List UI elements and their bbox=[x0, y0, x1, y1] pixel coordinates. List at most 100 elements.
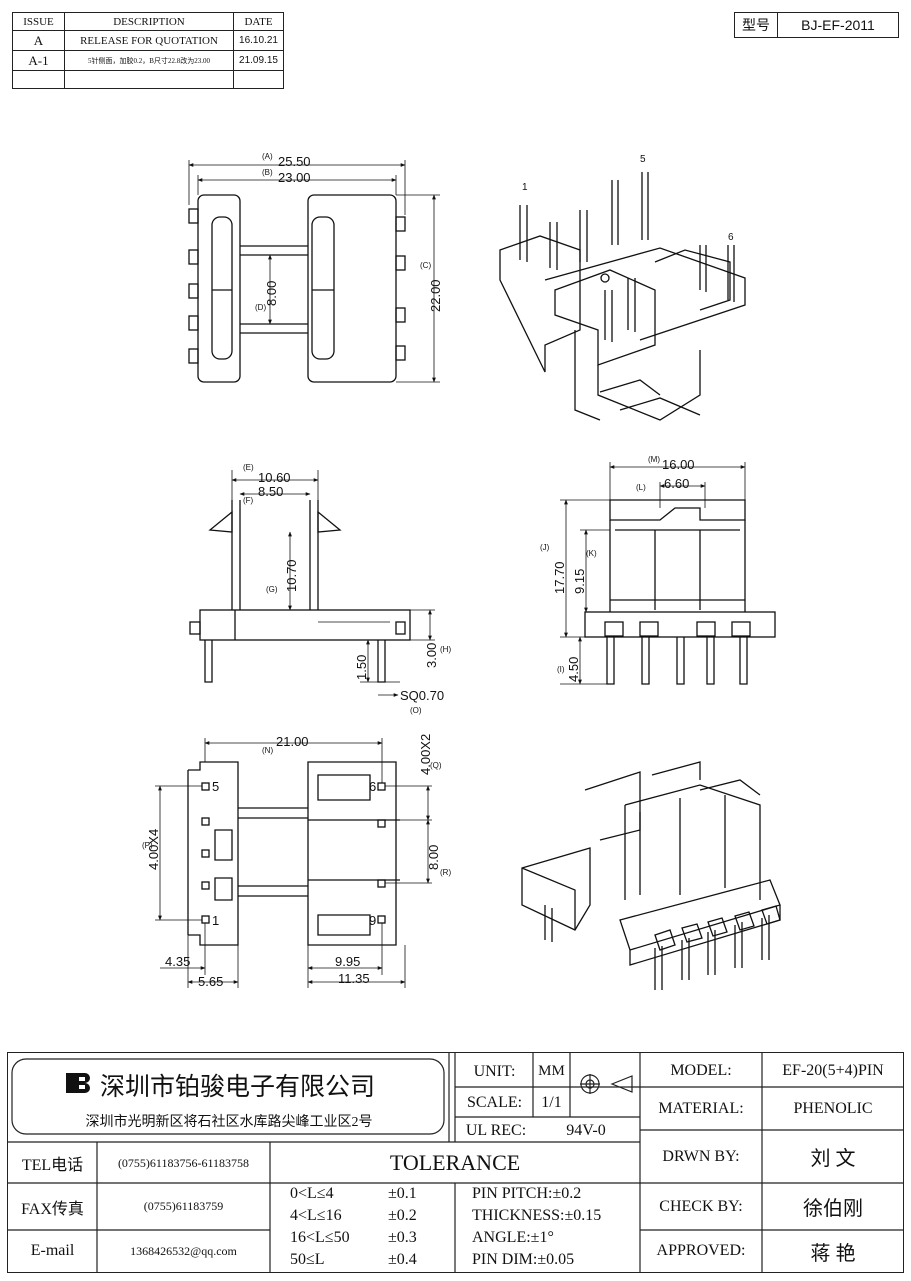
dim-g: 10.70 bbox=[284, 559, 299, 592]
model-label: MODEL: bbox=[670, 1061, 732, 1079]
pin-label-6: 6 bbox=[728, 232, 734, 243]
ul-rec-label: UL REC: bbox=[465, 1121, 527, 1139]
drawn-by-label: DRWN BY: bbox=[662, 1147, 740, 1165]
tolerance-range: 16<L≤50 bbox=[290, 1229, 350, 1246]
pin-label-5: 5 bbox=[640, 154, 646, 165]
fax-value: (0755)61183759 bbox=[143, 1199, 224, 1213]
email-label: E-mail bbox=[30, 1242, 75, 1259]
unit-value: MM bbox=[538, 1063, 565, 1079]
tolerance-value: ±0.4 bbox=[388, 1251, 417, 1268]
pin-label-5: 5 bbox=[212, 779, 219, 794]
tolerance-range: 50≤L bbox=[290, 1251, 325, 1268]
scale-label: SCALE: bbox=[466, 1094, 523, 1111]
dim-tag-h: (H) bbox=[440, 645, 451, 654]
pin-label-9: 9 bbox=[369, 913, 376, 928]
dim-n: 21.00 bbox=[276, 734, 309, 749]
bottom-view bbox=[155, 738, 432, 988]
tel-value: (0755)61183756-61183758 bbox=[117, 1155, 250, 1170]
fax-label: FAX传真 bbox=[21, 1200, 84, 1218]
company-address: 深圳市光明新区将石社区水库路尖峰工业区2号 bbox=[85, 1115, 373, 1130]
revision-table: ISSUE DESCRIPTION DATE A RELEASE FOR QUO… bbox=[12, 12, 284, 89]
dim-tag-d: (D) bbox=[255, 303, 266, 312]
pin-label-6: 6 bbox=[369, 779, 376, 794]
dim-b: 23.00 bbox=[278, 170, 311, 185]
company-logo bbox=[66, 1071, 90, 1095]
tel-label: TEL电话 bbox=[21, 1157, 84, 1174]
dim-f: 8.50 bbox=[258, 484, 283, 499]
dim-tag-l: (L) bbox=[636, 483, 646, 492]
dim-i: 4.50 bbox=[566, 657, 581, 682]
material-label: MATERIAL: bbox=[658, 1100, 744, 1117]
dim-offset-1: 4.35 bbox=[165, 954, 190, 969]
dim-c: 22.00 bbox=[428, 279, 443, 312]
approved-label: APPROVED: bbox=[656, 1242, 746, 1259]
thickness-tolerance: THICKNESS:±0.15 bbox=[472, 1207, 602, 1224]
dim-tag-p: (P) bbox=[142, 841, 153, 850]
pin-label-1: 1 bbox=[522, 182, 528, 193]
dim-d: 8.00 bbox=[264, 281, 279, 306]
dim-tag-i: (I) bbox=[557, 665, 565, 674]
check-by-label: CHECK BY: bbox=[659, 1197, 743, 1215]
email-value: 1368426532@qq.com bbox=[130, 1243, 237, 1258]
ul-rec-value: 94V-0 bbox=[566, 1121, 606, 1139]
model-number-box: 型号 BJ-EF-2011 bbox=[734, 12, 899, 38]
dim-q: 4.00X2 bbox=[418, 734, 433, 775]
dim-p: 4.00X4 bbox=[146, 829, 161, 870]
dim-pin-length: 1.50 bbox=[354, 655, 369, 680]
dim-tag-c: (C) bbox=[420, 261, 431, 270]
scale-value: 1/1 bbox=[541, 1094, 562, 1111]
rev-date: 21.09.15 bbox=[233, 50, 284, 71]
company-name: 深圳市铂骏电子有限公司 bbox=[100, 1074, 376, 1101]
dim-tag-f: (F) bbox=[243, 496, 254, 505]
dim-tag-j: (J) bbox=[540, 543, 550, 552]
isometric-top-view bbox=[499, 172, 746, 421]
model-value: EF-20(5+4)PIN bbox=[782, 1061, 884, 1079]
dim-e: 10.60 bbox=[258, 470, 291, 485]
pin-dim-tolerance: PIN DIM:±0.05 bbox=[472, 1251, 575, 1268]
unit-label: UNIT: bbox=[473, 1062, 516, 1080]
dim-j: 17.70 bbox=[552, 561, 567, 594]
model-number-value: BJ-EF-2011 bbox=[801, 17, 875, 33]
dim-tag-n: (N) bbox=[262, 746, 273, 755]
dim-m: 16.00 bbox=[662, 457, 695, 472]
drawn-by-value: 刘 文 bbox=[810, 1148, 856, 1170]
technical-drawing: (A) 25.50 (B) 23.00 (C) 22.00 (D) 8.00 1… bbox=[142, 152, 781, 990]
tolerance-table: 0<L≤4 ±0.1 4<L≤16 ±0.2 16<L≤50 ±0.3 50≤L ±0.… bbox=[290, 1183, 455, 1271]
tolerance-value: ±0.1 bbox=[388, 1185, 417, 1202]
dim-tag-g: (G) bbox=[266, 585, 278, 594]
dim-a: 25.50 bbox=[278, 154, 311, 169]
dim-offset-4: 11.35 bbox=[338, 971, 370, 986]
dim-tag-m: (M) bbox=[648, 455, 660, 464]
dim-tag-e: (E) bbox=[243, 463, 254, 472]
dim-tag-q: (Q) bbox=[430, 761, 442, 770]
general-tolerances: PIN PITCH:±0.2 THICKNESS:±0.15 ANGLE:±1°… bbox=[472, 1183, 637, 1271]
pin-label-1: 1 bbox=[212, 913, 219, 928]
dim-l: 6.60 bbox=[664, 476, 689, 491]
tolerance-value: ±0.2 bbox=[388, 1207, 417, 1224]
front-view bbox=[560, 462, 776, 685]
side-view bbox=[189, 470, 435, 697]
dim-tag-r: (R) bbox=[440, 868, 451, 877]
model-number-label: 型号 bbox=[735, 13, 778, 37]
dimension-labels: (A) 25.50 (B) 23.00 (C) 22.00 (D) 8.00 1… bbox=[142, 152, 734, 989]
tolerance-range: 0<L≤4 bbox=[290, 1185, 334, 1202]
dim-tag-o: (O) bbox=[410, 706, 422, 715]
rev-empty-cell bbox=[233, 70, 284, 89]
top-view bbox=[188, 160, 440, 383]
tolerance-value: ±0.3 bbox=[388, 1229, 417, 1246]
pin-pitch-tolerance: PIN PITCH:±0.2 bbox=[472, 1185, 582, 1202]
dim-tag-b: (B) bbox=[262, 168, 273, 177]
isometric-bottom-view bbox=[521, 761, 781, 990]
tolerance-title: TOLERANCE bbox=[389, 1150, 521, 1175]
dim-offset-3: 9.95 bbox=[335, 954, 360, 969]
angle-tolerance: ANGLE:±1° bbox=[472, 1229, 554, 1246]
approved-value: 蒋 艳 bbox=[810, 1242, 856, 1265]
dim-r: 8.00 bbox=[426, 845, 441, 870]
tolerance-range: 4<L≤16 bbox=[290, 1207, 342, 1224]
material-value: PHENOLIC bbox=[793, 1100, 873, 1117]
dim-o: SQ0.70 bbox=[400, 688, 444, 703]
dim-tag-k: (K) bbox=[586, 549, 597, 558]
dim-tag-a: (A) bbox=[262, 152, 273, 161]
title-block-lines bbox=[7, 1052, 904, 1272]
dim-offset-2: 5.65 bbox=[198, 974, 223, 989]
